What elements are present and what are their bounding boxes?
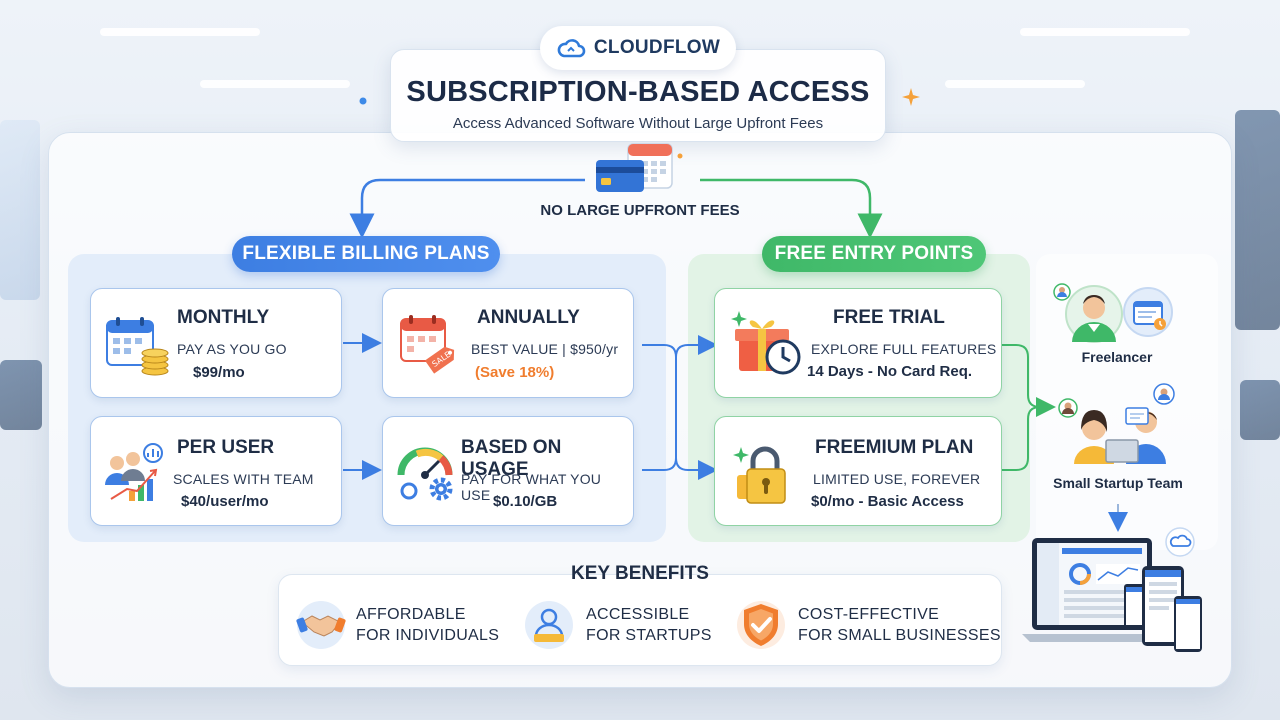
calendar-coins-icon	[105, 315, 171, 377]
ceiling-light	[100, 28, 260, 36]
ceiling-light	[1020, 28, 1190, 36]
plan-savings: (Save 18%)	[475, 364, 555, 381]
title-card: SUBSCRIPTION-BASED ACCESS Access Advance…	[390, 49, 886, 142]
plan-card-annually[interactable]: SALE ANNUALLY BEST VALUE | $950/yr (Save…	[382, 288, 634, 398]
card-calendar-icon	[590, 136, 686, 200]
plan-description: PAY AS YOU GO	[177, 341, 287, 357]
devices-app-preview-icon	[1020, 526, 1206, 656]
benefit-title: AFFORDABLE	[356, 606, 466, 623]
benefit-title: COST-EFFECTIVE	[798, 606, 940, 623]
benefit-subtitle: FOR STARTUPS	[586, 627, 712, 644]
background-monitor	[1240, 380, 1280, 440]
plan-price: $40/user/mo	[181, 493, 269, 510]
key-benefits-panel	[278, 574, 1002, 666]
gift-clock-icon	[731, 307, 805, 377]
calendar-tag-icon: SALE	[399, 313, 461, 377]
brand-logo: CLOUDFLOW	[540, 26, 736, 70]
background-monitor	[1235, 110, 1280, 330]
startup-team-avatar-icon	[1056, 380, 1182, 470]
free-option-description: EXPLORE FULL FEATURES	[811, 341, 997, 357]
background-monitor	[0, 360, 42, 430]
brand-name: CLOUDFLOW	[593, 37, 721, 58]
plan-card-usage[interactable]: BASED ON USAGE PAY FOR WHAT YOU USE $0.1…	[382, 416, 634, 526]
cloud-logo-icon	[556, 37, 586, 59]
free-option-title: FREEMIUM PLAN	[815, 437, 974, 458]
freelancer-avatar-icon	[1052, 278, 1182, 344]
free-card-trial[interactable]: FREE TRIAL EXPLORE FULL FEATURES 14 Days…	[714, 288, 1002, 398]
free-entry-heading: FREE ENTRY POINTS	[762, 236, 986, 272]
ceiling-light	[945, 80, 1085, 88]
benefit-subtitle: FOR SMALL BUSINESSES	[798, 627, 1001, 644]
plan-title: PER USER	[177, 437, 275, 458]
plan-card-per-user[interactable]: PER USER SCALES WITH TEAM $40/user/mo	[90, 416, 342, 526]
person-desk-icon	[524, 600, 574, 650]
free-card-freemium[interactable]: FREEMIUM PLAN LIMITED USE, FOREVER $0/mo…	[714, 416, 1002, 526]
free-option-detail: 14 Days - No Card Req.	[807, 363, 973, 380]
plan-description: PAY FOR WHAT YOU USE	[461, 471, 602, 503]
plan-price: $0.10/GB	[493, 493, 558, 510]
persona-label-freelancer: Freelancer	[1081, 349, 1153, 365]
benefit-title: ACCESSIBLE	[586, 606, 690, 623]
persona-label-startup-team: Small Startup Team	[1053, 475, 1183, 491]
background-monitor	[0, 120, 40, 300]
key-benefits-heading: KEY BENEFITS	[571, 563, 709, 584]
free-option-title: FREE TRIAL	[833, 307, 945, 328]
plan-card-monthly[interactable]: MONTHLY PAY AS YOU GO $99/mo	[90, 288, 342, 398]
plan-price: $99/mo	[193, 364, 245, 381]
page-title: SUBSCRIPTION-BASED ACCESS	[406, 76, 870, 108]
padlock-icon	[733, 437, 799, 507]
plan-title: ANNUALLY	[477, 307, 580, 328]
plan-title: BASED ON USAGE	[461, 437, 562, 480]
sparkle-icon	[358, 96, 368, 106]
sparkle-icon	[902, 88, 920, 106]
team-growth-icon	[103, 441, 167, 505]
free-option-detail: $0/mo - Basic Access	[811, 493, 964, 510]
gauge-gear-icon	[395, 441, 461, 505]
benefit-subtitle: FOR INDIVIDUALS	[356, 627, 500, 644]
plan-title: MONTHLY	[177, 307, 270, 328]
plan-description: BEST VALUE | $950/yr	[471, 341, 619, 357]
page-subtitle: Access Advanced Software Without Large U…	[452, 115, 824, 132]
free-option-description: LIMITED USE, FOREVER	[813, 471, 981, 487]
no-upfront-fees-label: NO LARGE UPFRONT FEES	[540, 202, 740, 219]
handshake-icon	[296, 600, 346, 650]
plan-description: SCALES WITH TEAM	[173, 471, 314, 487]
billing-plans-heading: FLEXIBLE BILLING PLANS	[232, 236, 500, 272]
ceiling-light	[200, 80, 350, 88]
shield-check-icon	[736, 598, 786, 650]
